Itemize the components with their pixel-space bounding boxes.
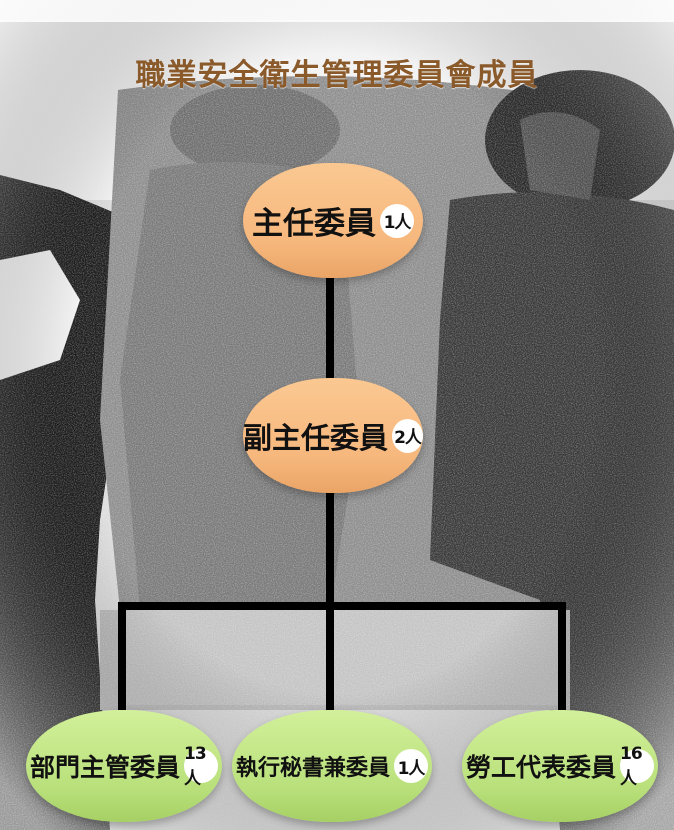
node-vice-chair-count: 2人	[392, 418, 423, 453]
node-exec-secretary: 執行秘書兼委員 1人	[232, 710, 432, 822]
connector-right-drop	[558, 602, 566, 712]
connector-left-drop	[118, 602, 126, 712]
connector-center-drop	[326, 602, 334, 712]
node-vice-chair-label: 副主任委員	[243, 420, 389, 455]
node-exec-secretary-label: 執行秘書兼委員	[235, 756, 390, 781]
node-chair-label: 主任委員	[252, 206, 376, 242]
node-dept-heads-label: 部門主管委員	[29, 753, 180, 782]
connector-vice-branch	[326, 490, 334, 610]
connector-horizontal	[118, 602, 566, 610]
node-dept-heads-count: 13人	[184, 744, 218, 789]
node-labor-reps-label: 勞工代表委員	[465, 753, 616, 782]
page-title: 職業安全衛生管理委員會成員	[135, 58, 539, 93]
node-chair-count: 1人	[380, 203, 414, 238]
node-dept-heads: 部門主管委員 13人	[26, 710, 222, 822]
node-chair: 主任委員 1人	[243, 163, 423, 278]
node-labor-reps-count: 16人	[620, 744, 654, 789]
node-labor-reps: 勞工代表委員 16人	[462, 710, 658, 822]
node-vice-chair: 副主任委員 2人	[243, 378, 423, 493]
node-exec-secretary-count: 1人	[394, 749, 428, 783]
connector-chair-vice	[326, 278, 334, 380]
